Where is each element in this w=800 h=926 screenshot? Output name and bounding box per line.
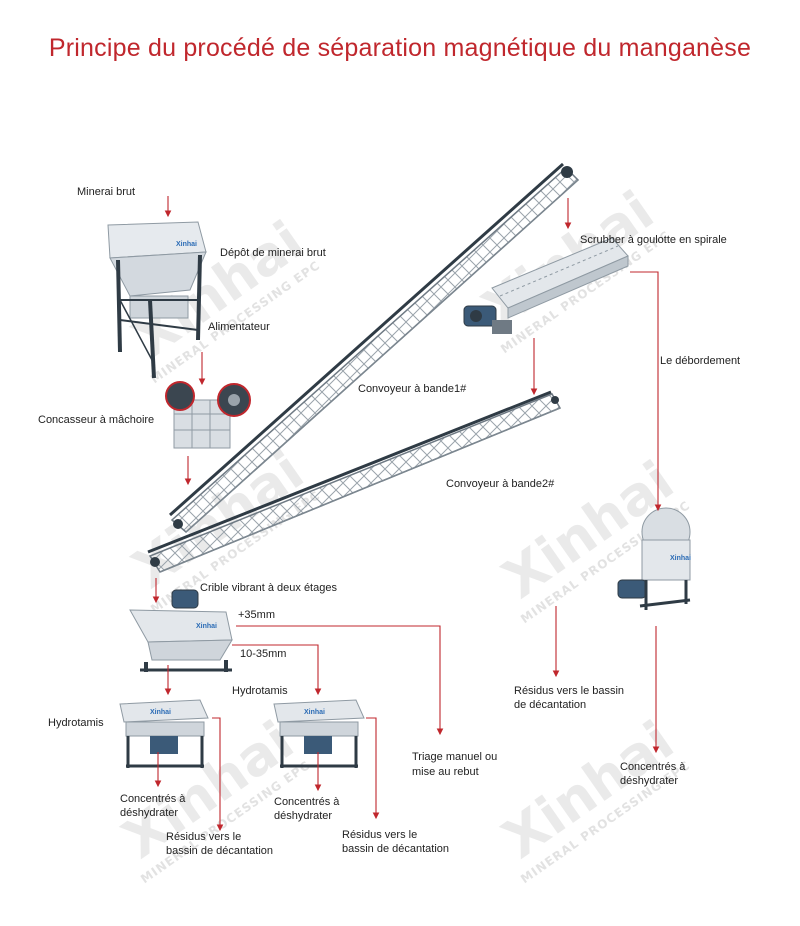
vibrating-screen: Xinhai [129, 589, 233, 672]
jig-left: Xinhai [119, 699, 209, 768]
label-conveyor-2: Convoyeur à bande2# [446, 478, 555, 490]
jaw-crusher [165, 381, 251, 449]
label-10-35: 10-35mm [240, 648, 286, 660]
brand-logo-text: Xinhai [304, 709, 325, 716]
label-conc-mid-line1: Concentrés à [274, 796, 340, 808]
magnetic-separator: Xinhai [617, 507, 691, 610]
label-conveyor-1: Convoyeur à bande1# [358, 383, 467, 395]
label-vibrating-screen: Crible vibrant à deux étages [200, 582, 337, 594]
label-plus35: +35mm [238, 609, 275, 621]
label-conc-mid-line2: déshydrater [274, 810, 332, 822]
label-raw-ore: Minerai brut [77, 186, 135, 198]
label-conc-left-line1: Concentrés à [120, 793, 186, 805]
label-feeder: Alimentateur [208, 321, 270, 333]
label-tail-mid-line2: bassin de décantation [342, 843, 449, 855]
label-tail-left-line1: Résidus vers le [166, 831, 241, 843]
brand-logo-text: Xinhai [196, 623, 217, 630]
label-sorting-line2: mise au rebut [412, 766, 479, 778]
label-jig-left: Hydrotamis [48, 717, 104, 729]
conveyor-2 [147, 390, 562, 573]
raw-ore-bin: Xinhai [107, 221, 207, 379]
brand-logo-text: Xinhai [176, 241, 197, 248]
label-conc-left-line2: déshydrater [120, 807, 178, 819]
spiral-scrubber [463, 237, 629, 334]
label-conc-right-line2: déshydrater [620, 775, 678, 787]
brand-logo-text: Xinhai [150, 709, 171, 716]
label-overflow: Le débordement [660, 355, 740, 367]
label-tail-right-line2: de décantation [514, 699, 586, 711]
label-scrubber: Scrubber à goulotte en spirale [580, 234, 727, 246]
label-conc-right-line1: Concentrés à [620, 761, 686, 773]
flow-arrows [152, 196, 662, 832]
label-ore-bin: Dépôt de minerai brut [220, 247, 326, 259]
labels: Minerai brut Dépôt de minerai brut Alime… [38, 186, 740, 857]
conveyor-1 [169, 162, 580, 533]
label-tail-left-line2: bassin de décantation [166, 845, 273, 857]
label-jaw-crusher: Concasseur à mâchoire [38, 414, 154, 426]
page-title: Principe du procédé de séparation magnét… [48, 34, 752, 62]
jig-middle: Xinhai [273, 699, 365, 768]
label-sorting-line1: Triage manuel ou [412, 751, 497, 763]
label-tail-mid-line1: Résidus vers le [342, 829, 417, 841]
label-tail-right-line1: Résidus vers le bassin [514, 685, 624, 697]
label-jig-middle: Hydrotamis [232, 685, 288, 697]
brand-logo-text: Xinhai [670, 555, 691, 562]
